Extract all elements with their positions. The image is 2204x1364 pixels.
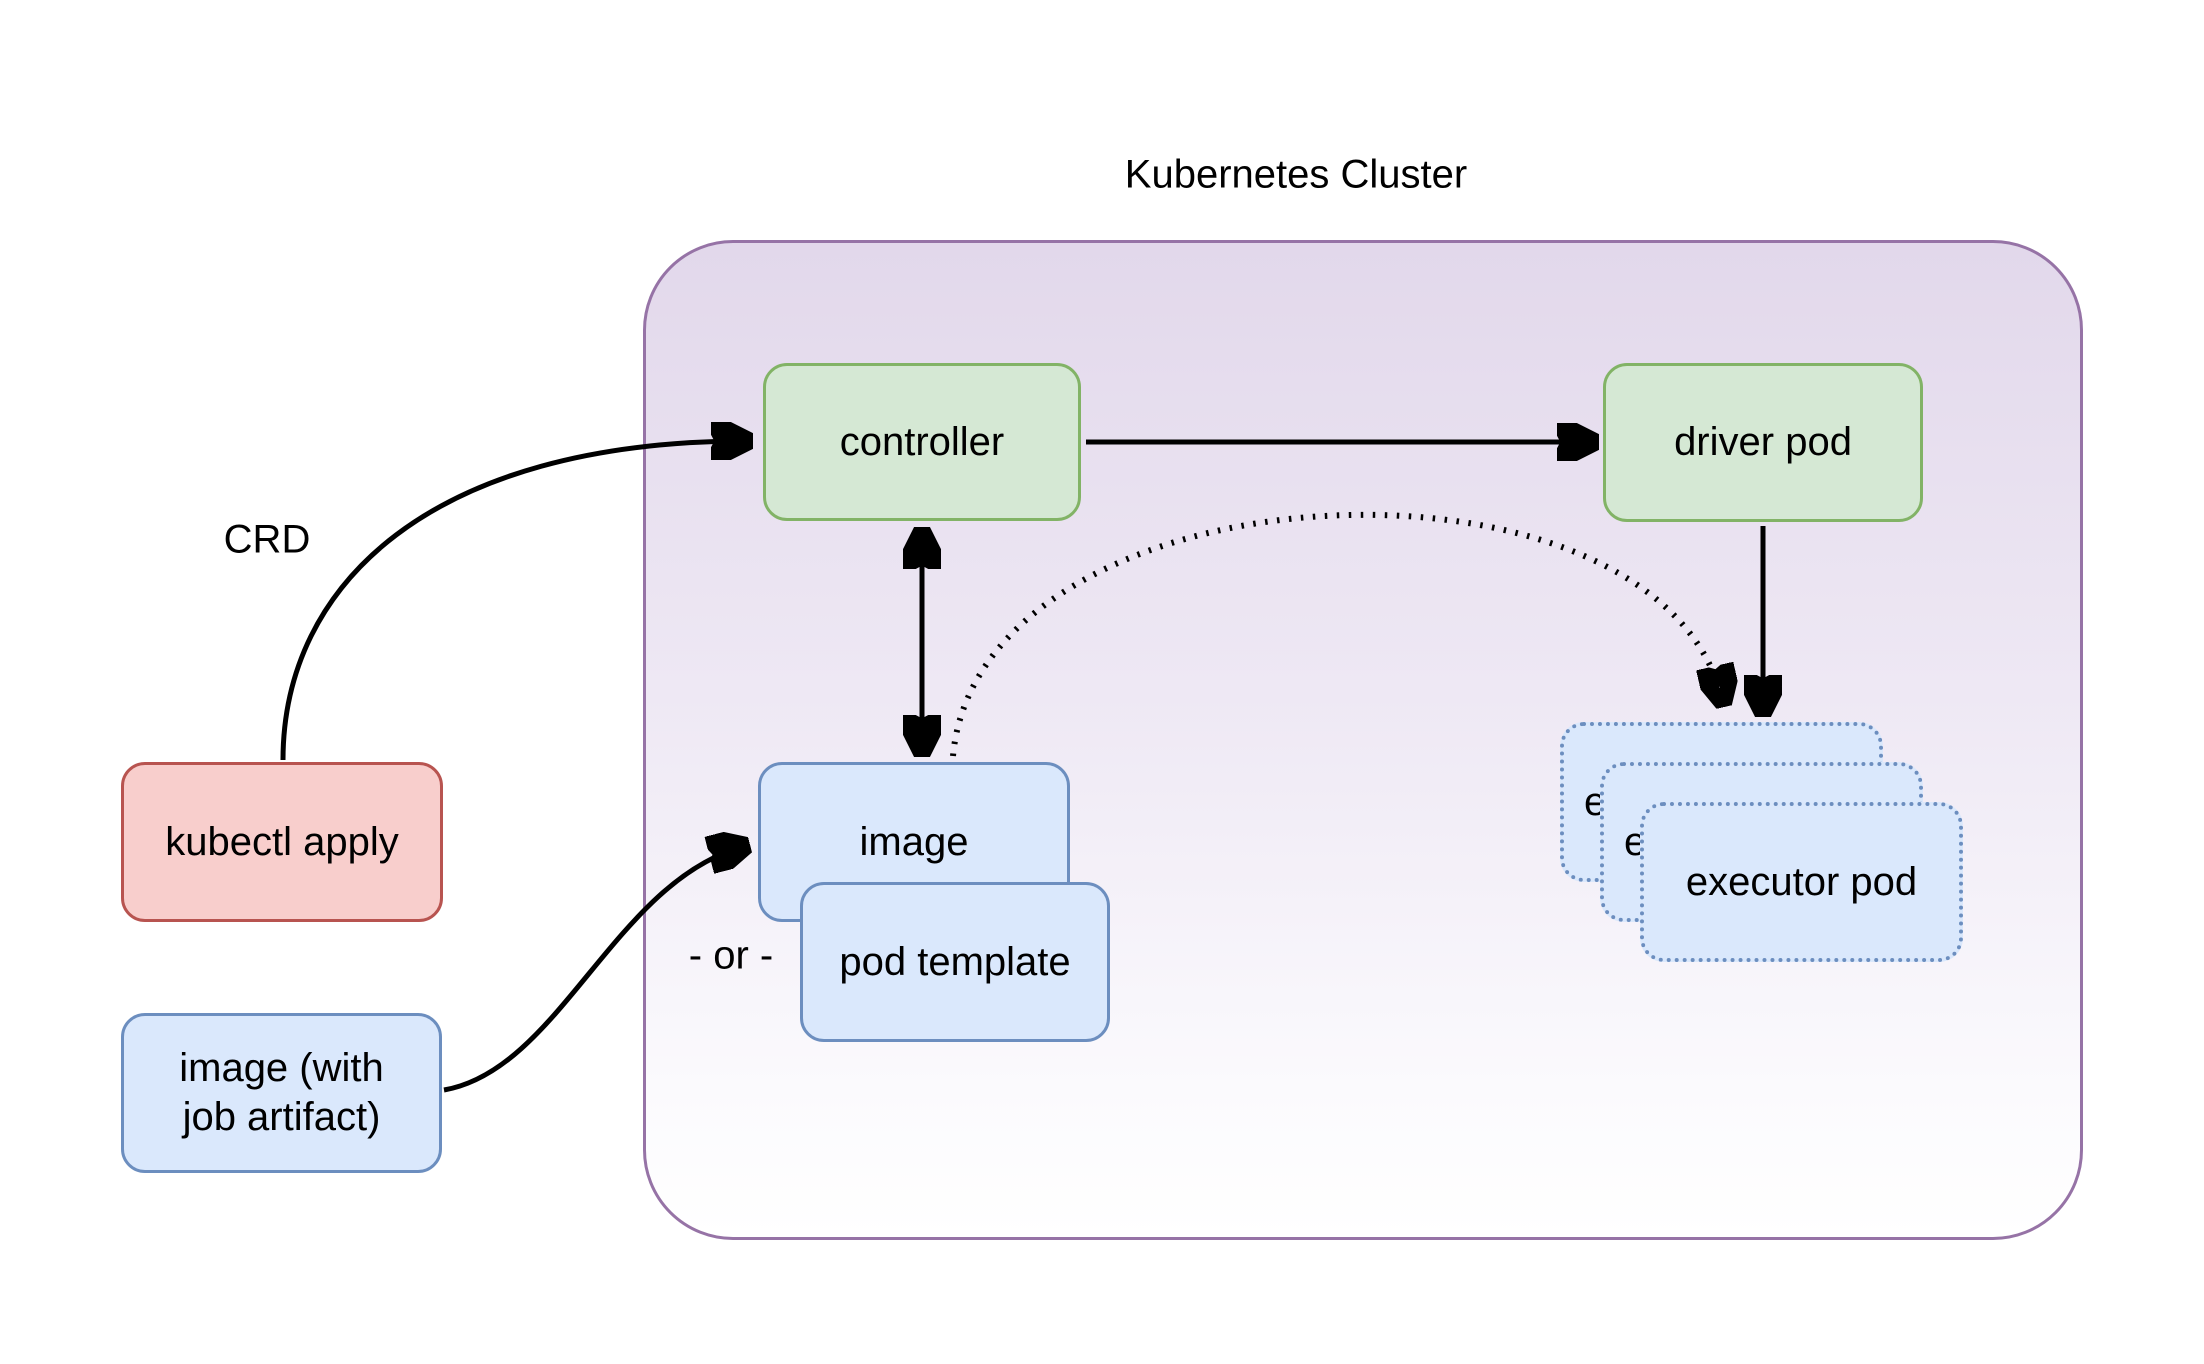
crd-edge-label: CRD — [223, 517, 311, 562]
executor-pod-label: executor pod — [1685, 859, 1918, 904]
kubectl-apply-node: kubectl apply — [121, 762, 443, 922]
controller-node: controller — [763, 363, 1081, 521]
cluster-title: Kubernetes Cluster — [1124, 152, 1468, 197]
driver-pod-label: driver pod — [1674, 420, 1852, 465]
executor-pod-node-front: executor pod — [1640, 802, 1963, 962]
image-with-job-artifact-label: image (with job artifact) — [179, 1046, 384, 1139]
controller-label: controller — [839, 419, 1005, 464]
kubectl-apply-label: kubectl apply — [165, 819, 399, 864]
image-with-job-artifact-node: image (with job artifact) — [121, 1013, 442, 1173]
driver-pod-node: driver pod — [1603, 363, 1923, 522]
pod-template-label: pod template — [839, 939, 1071, 984]
pod-template-node: pod template — [800, 882, 1110, 1042]
image-label: image — [859, 819, 969, 864]
or-edge-label: - or - — [688, 933, 774, 978]
